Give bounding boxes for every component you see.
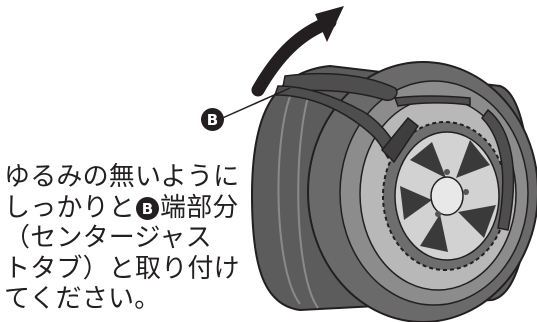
wheel-icon — [382, 121, 508, 271]
instruction-line-2-post: 端部分 — [160, 192, 239, 223]
callout-b: B — [200, 108, 225, 131]
instruction-line-2-pre: しっかりと — [4, 192, 136, 223]
rotation-arrow-icon — [251, 6, 344, 97]
strap-icon — [273, 72, 515, 231]
marker-b-icon: B — [201, 108, 224, 131]
instruction-line-5: てください。 — [4, 284, 161, 314]
callout-leader-line — [217, 87, 291, 121]
instruction-line-4: トタブ）と取り付け — [4, 253, 240, 284]
marker-b-icon: B — [136, 197, 160, 221]
instruction-line-3: （センタージャス — [4, 223, 212, 253]
instruction-line-1: ゆるみの無いように — [4, 162, 240, 192]
